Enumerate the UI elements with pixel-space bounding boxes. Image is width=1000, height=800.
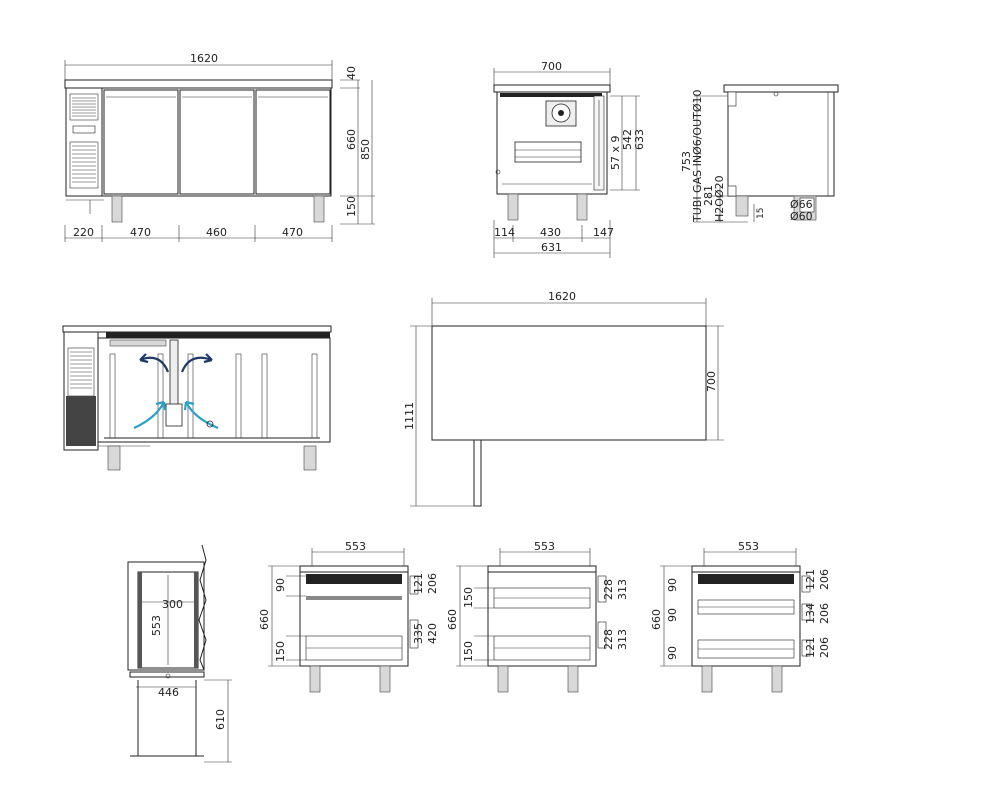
back-dim-753: 753 (680, 151, 693, 172)
front-door-3 (255, 89, 331, 195)
front-view: 1620 (64, 52, 375, 242)
side-dim-57x9: 57 x 9 (609, 136, 622, 171)
front-vent-bottom (69, 141, 99, 189)
front-total-dim: 850 (359, 139, 372, 160)
s1-dim-206: 206 (426, 573, 439, 594)
s3-dim-134: 134 (804, 603, 817, 624)
s3-width: 553 (738, 540, 759, 553)
back-dim-15: 15 (756, 208, 766, 219)
back-water-label: H2OØ20 (713, 175, 726, 222)
s2-dim-150a: 150 (462, 587, 475, 608)
back-gas-label: TUBI GAS INØ6/OUTØ10 (691, 89, 704, 223)
interior-compressor (66, 396, 96, 446)
plan-total-label: 1111 (403, 402, 416, 430)
back-dia-60: Ø60 (790, 210, 813, 223)
section-1: 553 660 90 150 121 206 335 420 (258, 540, 439, 693)
s2-dim-313b: 313 (616, 629, 629, 650)
s1-dim-335: 335 (412, 623, 425, 644)
front-body-dim: 660 (345, 129, 358, 150)
back-dia-66: Ø66 (790, 198, 813, 211)
s3-dim-90c: 90 (666, 646, 679, 660)
side-dim-542: 542 (621, 129, 634, 150)
side-bottom-430: 430 (540, 226, 561, 239)
front-display-panel (72, 125, 96, 134)
s1-dim-150: 150 (274, 641, 287, 662)
side-bottom-114: 114 (494, 226, 515, 239)
side-depth-label: 700 (541, 60, 562, 73)
s3-dim-121a: 121 (804, 569, 817, 590)
door-detail: 300 553 446 610 (127, 544, 232, 763)
s2-dim-228a: 228 (602, 579, 615, 600)
airflow-arrow-up-left (139, 356, 170, 373)
door-base-height: 610 (214, 709, 227, 730)
plan-view: 1620 700 1111 (403, 290, 724, 507)
s3-dim-90a: 90 (666, 578, 679, 592)
s2-dim-228b: 228 (602, 629, 615, 650)
door-inner-width: 300 (162, 598, 183, 611)
s1-height: 660 (258, 609, 271, 630)
section-3: 553 660 90 90 90 121 206 134 206 121 206 (650, 540, 831, 693)
s2-height: 660 (446, 609, 459, 630)
s1-dim-420: 420 (426, 623, 439, 644)
side-dim-633: 633 (633, 129, 646, 150)
front-w-470b: 470 (282, 226, 303, 239)
airflow-arrow-in-left (133, 401, 165, 430)
s1-width: 553 (345, 540, 366, 553)
s2-width: 553 (534, 540, 555, 553)
side-bottom-147: 147 (593, 226, 614, 239)
plan-depth-label: 700 (705, 371, 718, 392)
s3-dim-90b: 90 (666, 608, 679, 622)
interior-view (62, 325, 332, 471)
plan-width-label: 1620 (548, 290, 576, 303)
front-door-2 (179, 89, 255, 195)
back-view: 753 TUBI GAS INØ6/OUTØ10 281 H2OØ20 15 Ø… (680, 84, 839, 223)
front-vent-top (69, 93, 99, 121)
side-view: 700 57 x 9 542 633 114 43 (493, 60, 646, 258)
airflow-arrow-in-right (185, 401, 219, 430)
s3-dim-206b: 206 (818, 603, 831, 624)
front-door-1 (103, 89, 179, 195)
s3-dim-206a: 206 (818, 569, 831, 590)
door-base-width: 446 (158, 686, 179, 699)
s1-dim-90: 90 (274, 578, 287, 592)
front-top-dim: 40 (345, 66, 358, 80)
airflow-arrow-up-right (180, 356, 213, 373)
s3-height: 660 (650, 609, 663, 630)
s3-dim-121b: 121 (804, 637, 817, 658)
front-w-470a: 470 (130, 226, 151, 239)
side-bottom-631: 631 (541, 241, 562, 254)
front-w-460: 460 (206, 226, 227, 239)
s2-dim-150b: 150 (462, 641, 475, 662)
door-inner-height: 553 (150, 615, 163, 636)
s2-dim-313a: 313 (616, 579, 629, 600)
front-leg-dim: 150 (345, 196, 358, 217)
plan-top-surface (431, 325, 707, 441)
interior-vent (67, 347, 95, 397)
front-width-label: 1620 (190, 52, 218, 65)
front-w-220: 220 (73, 226, 94, 239)
plan-open-door (473, 439, 482, 507)
s3-dim-206c: 206 (818, 637, 831, 658)
section-2: 553 660 150 150 228 313 228 313 (446, 540, 629, 693)
s1-dim-121: 121 (412, 573, 425, 594)
back-dim-281: 281 (702, 185, 715, 206)
